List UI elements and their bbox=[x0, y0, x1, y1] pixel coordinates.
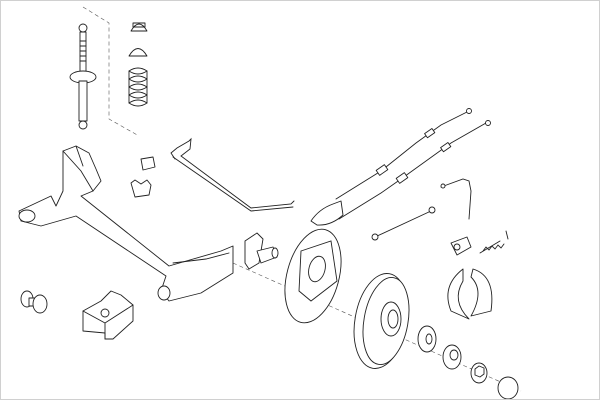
stabilizer-bushing bbox=[140, 156, 156, 171]
brake-drum bbox=[353, 273, 410, 369]
top-mount bbox=[130, 22, 148, 32]
dust-cap bbox=[497, 376, 519, 399]
brake-shoes bbox=[447, 268, 493, 320]
handbrake-cables bbox=[310, 108, 491, 226]
spring-seat bbox=[128, 48, 148, 57]
shock-absorber bbox=[69, 23, 97, 130]
stabilizer-clamp bbox=[130, 179, 152, 198]
wheel-bearing bbox=[417, 325, 437, 353]
wheel-cylinder bbox=[450, 236, 472, 256]
coil-spring bbox=[128, 67, 148, 107]
cable-bracket bbox=[310, 200, 344, 226]
stub-axle bbox=[244, 232, 279, 270]
axle-nut bbox=[470, 362, 488, 384]
bearing-collar bbox=[442, 344, 462, 370]
brake-backing-plate bbox=[284, 228, 342, 324]
stabilizer-bar bbox=[170, 137, 295, 212]
brake-hose bbox=[440, 178, 472, 220]
rear-axle-beam bbox=[18, 145, 234, 302]
rubber-bushing bbox=[20, 290, 48, 314]
brake-adjuster-rod bbox=[371, 206, 436, 241]
mounting-bracket bbox=[82, 290, 134, 340]
hose-fitting bbox=[440, 183, 446, 189]
guide-line-shock bbox=[82, 6, 140, 137]
return-spring bbox=[479, 230, 509, 254]
